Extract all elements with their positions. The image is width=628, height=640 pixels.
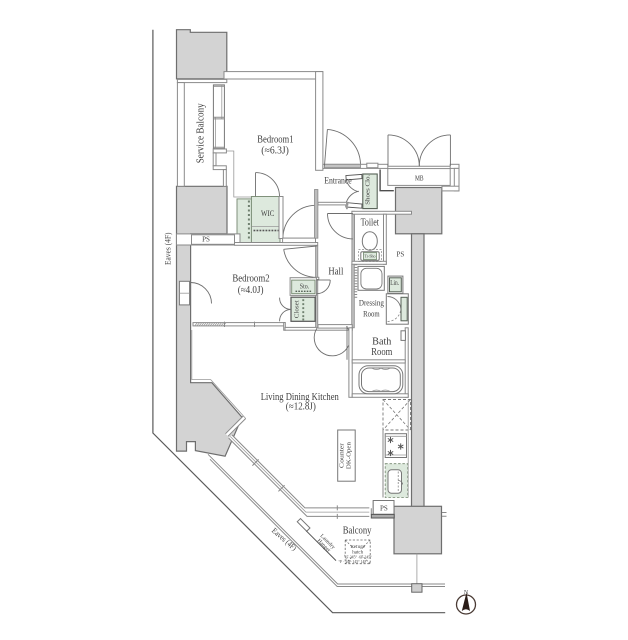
svg-text:PS: PS (202, 236, 210, 244)
svg-text:Toilet: Toilet (361, 218, 380, 229)
svg-text:(≈12.8J): (≈12.8J) (286, 402, 316, 413)
svg-text:Sto.: Sto. (300, 283, 310, 291)
svg-text:Entrance: Entrance (324, 177, 352, 187)
svg-text:Closet: Closet (293, 300, 300, 318)
svg-text:Hall: Hall (328, 266, 343, 277)
svg-text:DK-Open: DK-Open (346, 441, 353, 469)
svg-text:°F · 14F·145° 14F: °F · 14F·145° 14F (338, 560, 366, 564)
svg-text:WIC: WIC (261, 208, 275, 218)
svg-text:Living Dining Kitchen: Living Dining Kitchen (261, 391, 339, 403)
svg-text:PS: PS (397, 251, 405, 259)
svg-text:╲F·245° ·6F·245°: ╲F·245° ·6F·245° (343, 555, 372, 560)
svg-text:Lin.: Lin. (390, 279, 399, 287)
svg-text:MB: MB (415, 174, 424, 183)
svg-text:hatch: hatch (352, 551, 363, 556)
svg-text:(≈6.3J): (≈6.3J) (261, 146, 289, 157)
svg-text:Bedroom1: Bedroom1 (257, 133, 293, 145)
svg-text:Refuge: Refuge (350, 545, 365, 550)
svg-text:Bedroom2: Bedroom2 (232, 272, 269, 284)
svg-text:Tr-Sho: Tr-Sho (364, 254, 375, 259)
svg-text:Counter: Counter (338, 442, 345, 468)
svg-text:Balcony: Balcony (343, 526, 372, 537)
svg-text:Bath: Bath (372, 337, 391, 348)
svg-text:Room: Room (371, 347, 392, 358)
svg-text:(≈4.0J): (≈4.0J) (238, 285, 264, 296)
svg-text:N: N (464, 590, 469, 596)
svg-text:PS: PS (380, 505, 388, 513)
svg-text:Service Balcony: Service Balcony (196, 103, 207, 163)
svg-text:Room: Room (363, 309, 380, 319)
svg-text:Eaves (4F): Eaves (4F) (163, 232, 172, 265)
svg-text:Dressing: Dressing (359, 298, 384, 308)
svg-text:Shoes Clo.: Shoes Clo. (365, 174, 372, 204)
